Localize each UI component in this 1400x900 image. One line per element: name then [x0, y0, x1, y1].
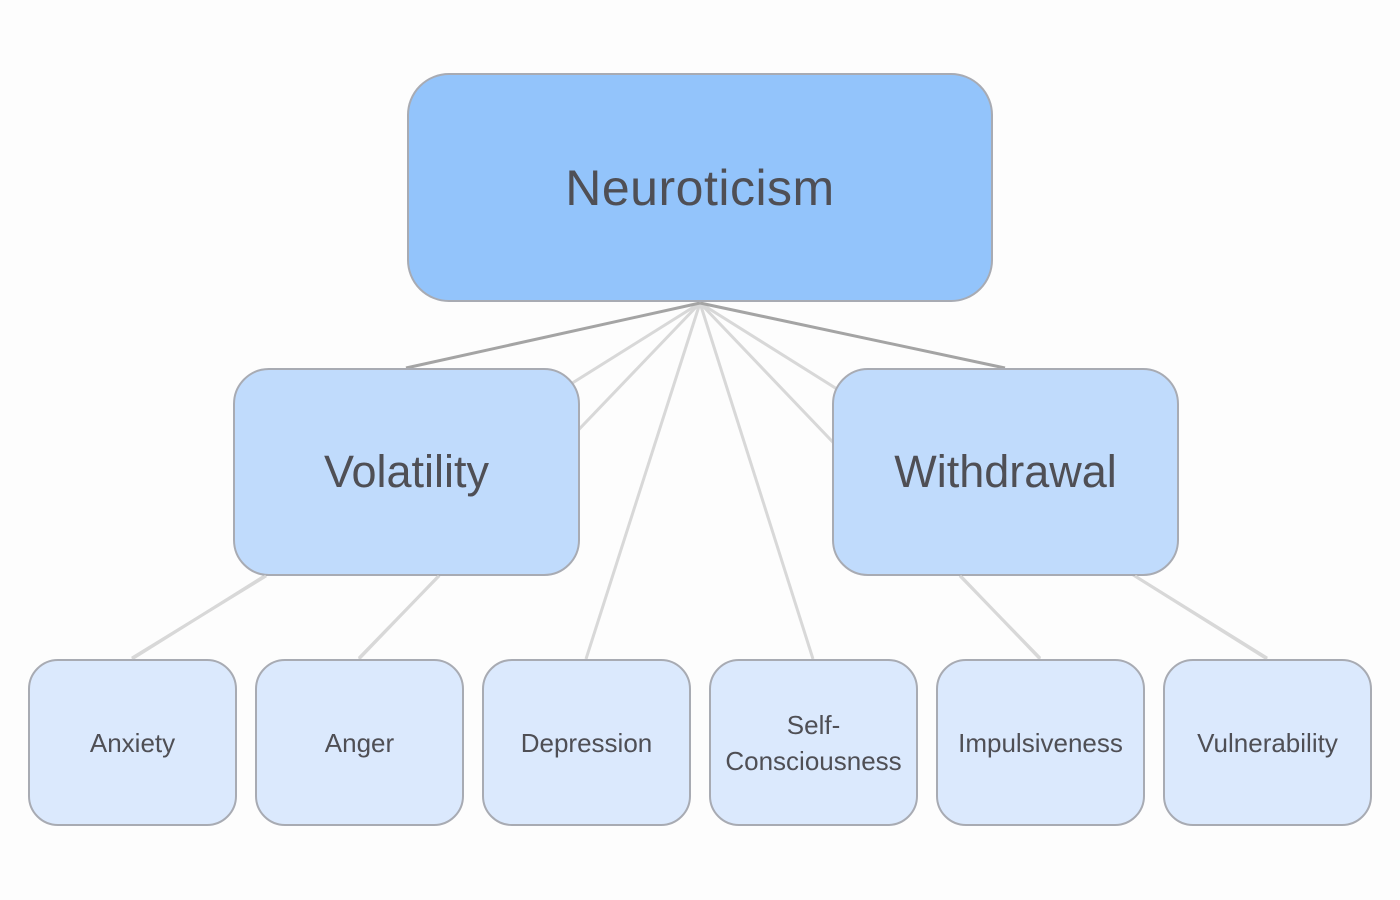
aspect-label-withdrawal: Withdrawal: [894, 446, 1117, 497]
connector-root-to-facet-depression: [584, 302, 702, 660]
facet-label-self-consciousness: Self-Consciousness: [725, 709, 902, 776]
facet-node-impulsiveness: Impulsiveness: [936, 659, 1145, 826]
facet-node-anxiety: Anxiety: [28, 659, 237, 826]
facet-node-anger: Anger: [255, 659, 464, 826]
facet-label-vulnerability: Vulnerability: [1197, 727, 1338, 758]
facet-label-anger: Anger: [324, 727, 395, 758]
root-label: Neuroticism: [565, 159, 835, 216]
aspect-node-withdrawal: Withdrawal: [832, 368, 1179, 576]
connector-root-to-withdrawal: [699, 301, 1006, 370]
aspect-node-volatility: Volatility: [233, 368, 580, 576]
facet-label-impulsiveness: Impulsiveness: [958, 727, 1123, 758]
facet-label-anxiety: Anxiety: [89, 727, 176, 758]
facet-label-depression: Depression: [520, 727, 653, 758]
connector-root-to-volatility: [405, 301, 701, 370]
root-node-neuroticism: Neuroticism: [407, 73, 993, 302]
facet-node-vulnerability: Vulnerability: [1163, 659, 1372, 826]
facet-node-self-consciousness: Self-Consciousness: [709, 659, 918, 826]
connector-root-to-facet-self-consciousness: [698, 302, 815, 660]
aspect-label-volatility: Volatility: [323, 446, 490, 497]
facet-node-depression: Depression: [482, 659, 691, 826]
